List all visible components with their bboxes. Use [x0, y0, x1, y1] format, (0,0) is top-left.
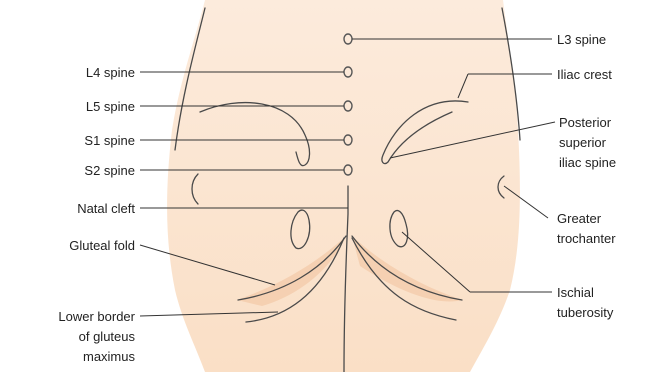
body-silhouette: [167, 0, 520, 372]
label-natal-cleft: Natal cleft: [77, 201, 135, 216]
label-lower-border-2: of gluteus: [79, 329, 136, 344]
label-s2-spine: S2 spine: [84, 163, 135, 178]
label-iliac-crest: Iliac crest: [557, 67, 612, 82]
label-greater-trochanter-1: Greater: [557, 211, 602, 226]
label-psis-1: Posterior: [559, 115, 612, 130]
label-lower-border-1: Lower border: [58, 309, 135, 324]
label-ischial-1: Ischial: [557, 285, 594, 300]
label-ischial-2: tuberosity: [557, 305, 614, 320]
label-s1-spine: S1 spine: [84, 133, 135, 148]
label-greater-trochanter-2: trochanter: [557, 231, 616, 246]
label-psis-2: superior: [559, 135, 607, 150]
label-l4-spine: L4 spine: [86, 65, 135, 80]
label-l3-spine: L3 spine: [557, 32, 606, 47]
label-gluteal-fold: Gluteal fold: [69, 238, 135, 253]
label-psis-3: iliac spine: [559, 155, 616, 170]
label-lower-border-3: maximus: [83, 349, 136, 364]
label-l5-spine: L5 spine: [86, 99, 135, 114]
